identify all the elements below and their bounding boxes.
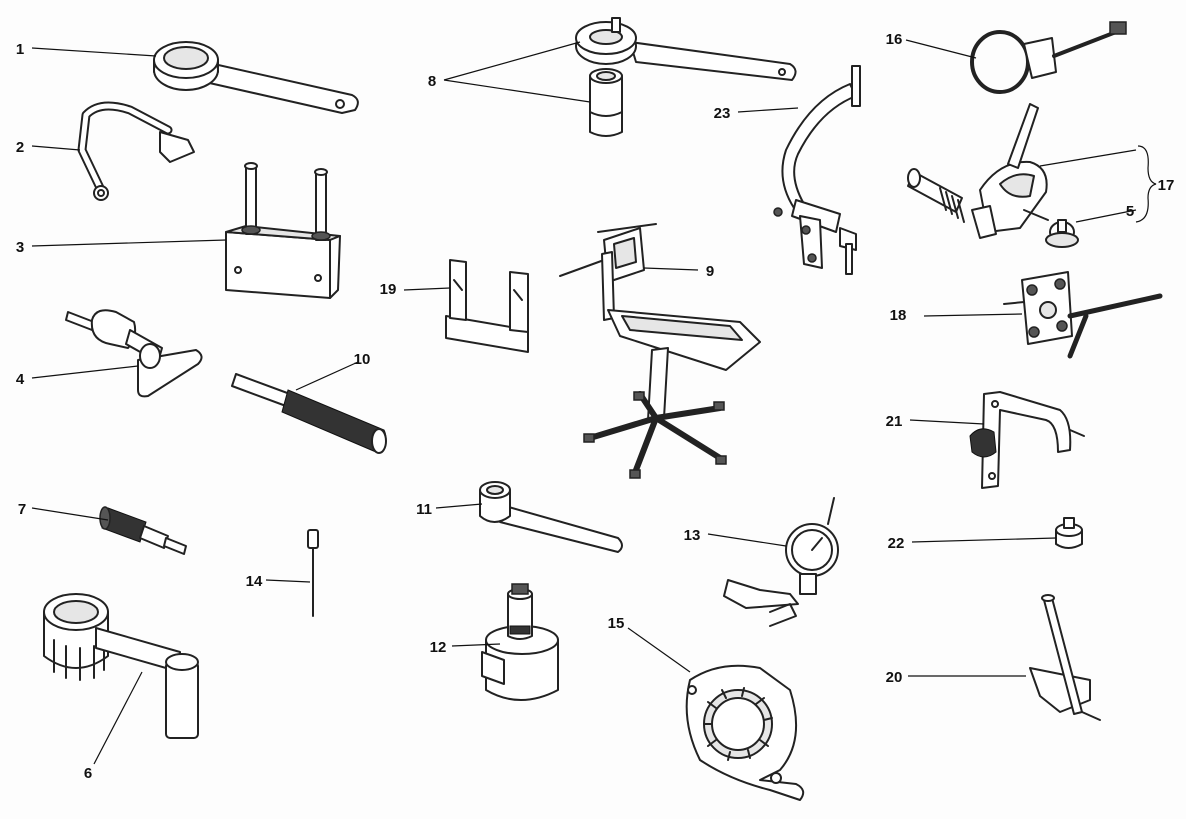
callout-22: 22	[888, 535, 905, 552]
callout-21: 21	[886, 413, 903, 430]
tool-22-nut	[1055, 517, 1083, 549]
tool-21-angle-bracket	[969, 391, 1085, 489]
leader-lines	[31, 39, 1157, 765]
callout-11: 11	[416, 501, 432, 518]
tool-8-wrench-and-sleeve	[575, 17, 797, 137]
tool-11-socket-wrench	[479, 481, 623, 553]
tool-6-peg-spanner	[43, 593, 199, 739]
callout-19: 19	[380, 281, 397, 298]
callout-12: 12	[430, 639, 447, 656]
tool-9-engine-stand	[559, 223, 761, 479]
tool-10-handle-driver	[231, 373, 387, 454]
tool-5-gauge-piece	[1045, 219, 1079, 248]
callout-9: 9	[706, 263, 714, 280]
callout-5: 5	[1126, 203, 1134, 220]
callout-2: 2	[16, 139, 24, 156]
tool-20-support-pin	[1029, 594, 1101, 721]
callout-8: 8	[428, 73, 436, 90]
callout-20: 20	[886, 669, 903, 686]
tool-23-arc-bracket	[773, 65, 861, 275]
callout-14: 14	[246, 573, 263, 590]
callout-6: 6	[84, 765, 92, 782]
callout-1: 1	[16, 41, 24, 58]
callout-23: 23	[714, 105, 731, 122]
callout-18: 18	[890, 307, 907, 324]
callout-7: 7	[18, 501, 26, 518]
tool-17-rotation-gauge	[907, 103, 1049, 239]
tool-18-bracket-rod	[1003, 271, 1163, 359]
tool-2-bent-rod	[77, 101, 195, 201]
callout-15: 15	[608, 615, 625, 632]
tool-3-stud-bracket	[225, 162, 341, 299]
tool-16-strap-wrench	[970, 21, 1127, 94]
callout-labels: 1 2 3 4 5 6 7 8 9 10 11 12 13 14 15 16 1…	[16, 31, 1175, 782]
tool-19-fork-gauge	[445, 259, 529, 353]
tool-4-t-handle-puller	[65, 309, 203, 398]
tool-13-dial-gauge	[723, 497, 839, 627]
tool-15-ring-holder	[685, 664, 805, 801]
tool-1-ring-spanner	[153, 41, 359, 114]
callout-16: 16	[886, 31, 903, 48]
callout-10: 10	[354, 351, 371, 368]
callout-13: 13	[684, 527, 701, 544]
tool-12-puller	[481, 583, 559, 701]
tool-14-pin	[307, 529, 319, 617]
callout-4: 4	[16, 371, 25, 388]
callout-3: 3	[16, 239, 24, 256]
callout-17: 17	[1158, 177, 1175, 194]
tool-7-knurled-pin	[99, 506, 187, 555]
